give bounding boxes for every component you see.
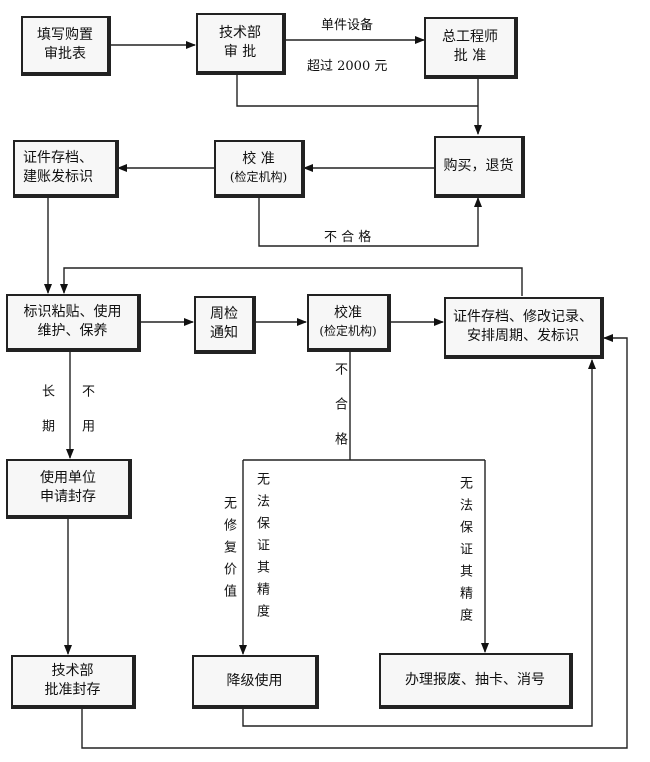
calibrate-1-line1: 校 准 [242,151,275,168]
calibrate-box-1: 校 准 (检定机构) [214,140,305,198]
label-cannot-ensure-1: 无法保证其精度 [254,472,269,626]
label-not-used: 不用 [79,384,94,454]
scrap-line1: 办理报废、抽卡、消号 [405,671,545,688]
cert-archive-1-line2: 建账发标识 [23,169,93,185]
label-use-line1: 标识粘贴、使用 [23,304,122,321]
cert-archive-1-line1: 证件存档、 [23,150,93,167]
label-unqualified-horizontal: 不 合 格 [324,230,372,245]
apply-seal-box: 使用单位 申请封存 [6,459,132,519]
periodic-notice-line2: 通知 [210,325,238,341]
fill-form-box: 填写购置 审批表 [21,16,111,76]
chief-engineer-line2: 批 准 [453,48,487,64]
calibrate-1-line2: (检定机构) [229,170,288,185]
downgrade-line1: 降级使用 [226,672,283,689]
scrap-box: 办理报废、抽卡、消号 [379,653,573,709]
label-over-2000: 超过 2000 元 [307,59,388,74]
label-single-device: 单件设备 [321,18,374,33]
periodic-notice-box: 周检 通知 [194,296,256,354]
arrow-unqualified-return [258,197,482,247]
cert-archive-box-2: 证件存档、修改记录、 安排周期、发标识 [444,297,604,359]
calibrate-box-2: 校准 (检定机构) [307,294,391,352]
tech-approve-seal-line2: 批准封存 [44,682,101,698]
tech-approve-seal-box: 技术部 批准封存 [11,655,136,709]
arrow-tech-seal-to-archive2 [81,334,628,749]
arrow-archive2-loop-back [60,267,523,296]
chief-engineer-line1: 总工程师 [442,29,498,46]
downgrade-box: 降级使用 [192,655,319,709]
tech-approve-box: 技术部 审 批 [196,13,286,75]
label-cannot-ensure-2: 无法保证其精度 [457,476,472,630]
tech-approve-line2: 审 批 [223,44,257,60]
tech-approve-seal-line1: 技术部 [51,663,94,680]
periodic-notice-line1: 周检 [210,306,238,323]
label-unqualified-vertical: 不合格 [332,362,347,467]
chief-engineer-box: 总工程师 批 准 [424,17,518,79]
calibrate-2-line1: 校准 [334,305,362,322]
apply-seal-line1: 使用单位 [40,470,96,487]
cert-archive-box-1: 证件存档、 建账发标识 [13,140,119,198]
purchase-return-box: 购买，退货 [434,136,525,198]
arrow-downgrade-to-archive2 [242,359,596,727]
cert-archive-2-line1: 证件存档、修改记录、 [453,309,593,326]
label-long-term: 长期 [39,384,54,454]
label-use-line2: 维护、保养 [37,323,108,339]
cert-archive-2-line2: 安排周期、发标识 [467,328,579,344]
fill-form-line1: 填写购置 [37,27,93,44]
line-tech-bypass [236,74,478,107]
tech-approve-line1: 技术部 [219,25,261,42]
label-no-repair-value: 无修复价值 [221,496,236,606]
label-use-box: 标识粘贴、使用 维护、保养 [6,294,141,352]
calibrate-2-line2: (检定机构) [319,324,377,339]
purchase-return-line1: 购买，退货 [443,157,514,174]
apply-seal-line2: 申请封存 [40,489,96,505]
fill-form-line2: 审批表 [44,46,86,62]
